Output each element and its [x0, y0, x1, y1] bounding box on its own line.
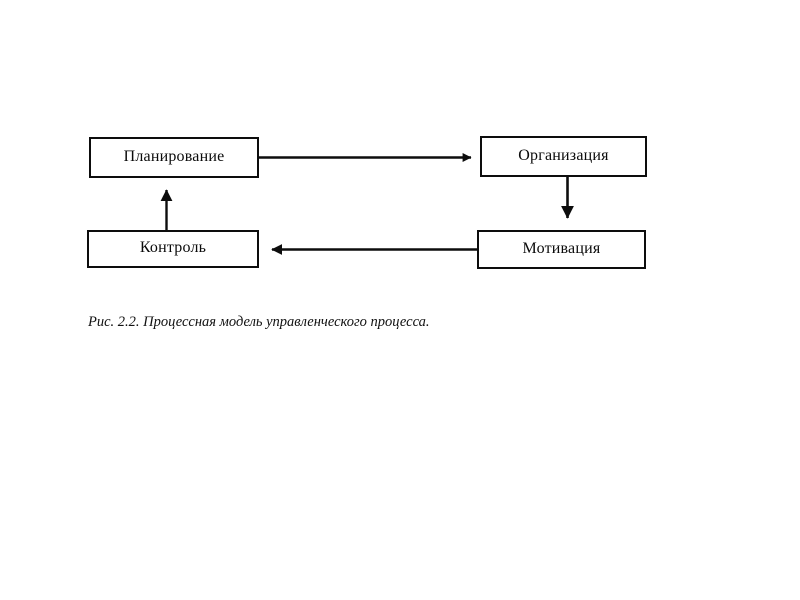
process-node-label: Контроль — [139, 239, 207, 256]
process-node-label: Планирование — [123, 147, 225, 165]
arrow-layer — [160, 153, 574, 255]
process-node-motivation[interactable]: Мотивация — [477, 230, 646, 269]
figure-caption: Рис. 2.2. Процессная модель управленческ… — [88, 314, 430, 330]
process-model-diagram: Планирование Организация Мотивация Контр… — [87, 136, 647, 269]
process-node-control[interactable]: Контроль — [87, 230, 259, 268]
process-node-planning[interactable]: Планирование — [89, 137, 259, 178]
process-node-organization[interactable]: Организация — [480, 136, 647, 177]
process-node-label: Организация — [518, 146, 609, 164]
process-node-label: Мотивация — [522, 239, 601, 257]
